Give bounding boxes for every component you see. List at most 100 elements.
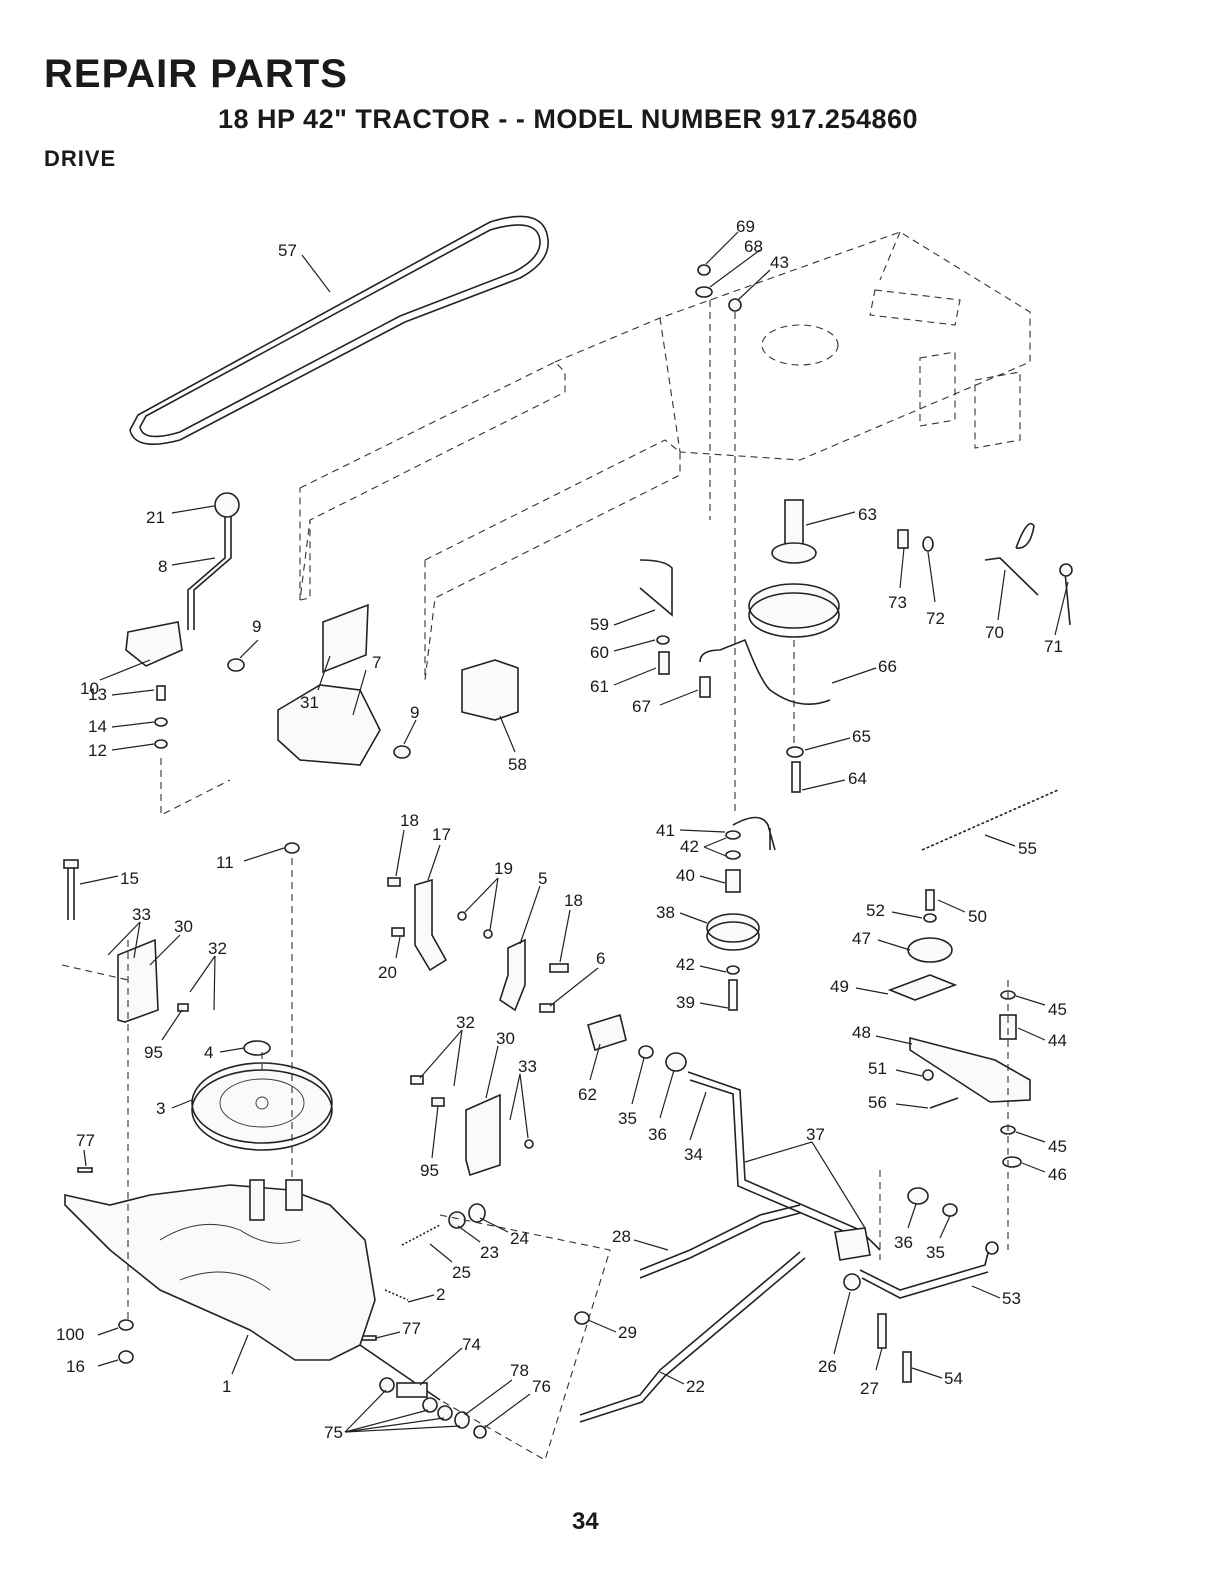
page-title: REPAIR PARTS (44, 52, 348, 96)
callout-6: 6 (596, 949, 605, 968)
bushing-62 (587, 1013, 627, 1052)
callout-73: 73 (888, 593, 907, 612)
nut-16 (118, 1350, 134, 1364)
callout-76: 76 (532, 1377, 551, 1396)
callout-12: 12 (88, 741, 107, 760)
callout-64: 64 (848, 769, 867, 788)
callout-10: 10 (80, 679, 99, 698)
callout-9b: 9 (410, 703, 419, 722)
callout-77b: 77 (402, 1319, 421, 1338)
callout-15: 15 (120, 869, 139, 888)
bushing-29 (574, 1311, 590, 1325)
washer-11 (284, 842, 300, 854)
washer-42a2 (725, 850, 741, 860)
callout-18a: 18 (400, 811, 419, 830)
callout-65: 65 (852, 727, 871, 746)
washer-12 (154, 739, 168, 749)
spacer-40 (725, 869, 741, 893)
engine-pulley (748, 583, 840, 629)
callout-5: 5 (538, 869, 547, 888)
spacer-44 (999, 1014, 1017, 1040)
callout-22: 22 (686, 1377, 705, 1396)
nut-19b (483, 929, 493, 939)
bolt-67 (699, 676, 711, 698)
guard-58 (461, 659, 519, 721)
bolt-6 (539, 1003, 555, 1013)
bolt-18a (387, 877, 401, 887)
callout-59: 59 (590, 615, 609, 634)
callout-8: 8 (158, 557, 167, 576)
callout-56: 56 (868, 1093, 887, 1112)
tractor-frame (299, 231, 1031, 681)
callout-75: 75 (324, 1423, 343, 1442)
callout-70: 70 (985, 623, 1004, 642)
bolt-54 (902, 1351, 912, 1383)
spring-25 (401, 1224, 441, 1246)
callout-71: 71 (1044, 637, 1063, 656)
callout-61: 61 (590, 677, 609, 696)
section-label: DRIVE (44, 146, 117, 171)
shift-lever (187, 517, 232, 630)
callout-77a: 77 (76, 1131, 95, 1150)
washer-36b (907, 1187, 929, 1205)
callout-21: 21 (146, 508, 165, 527)
washer-68 (695, 286, 713, 298)
idler-pulley-47 (907, 937, 953, 963)
callout-95a: 95 (144, 1043, 163, 1062)
callout-44: 44 (1048, 1031, 1067, 1050)
guard-31 (322, 603, 369, 674)
rod-28 (639, 1204, 801, 1279)
nut-43 (728, 298, 742, 312)
callout-9a: 9 (252, 617, 261, 636)
cross-shaft-34 (687, 1071, 881, 1251)
callout-16: 16 (66, 1357, 85, 1376)
drive-belt (129, 215, 549, 446)
idler-arm-48 (909, 1036, 1031, 1103)
callout-100: 100 (56, 1325, 84, 1344)
callout-69: 69 (736, 217, 755, 236)
rod-71 (1064, 571, 1071, 626)
bracket-7 (277, 684, 381, 766)
callout-32b: 32 (456, 1013, 475, 1032)
callout-62: 62 (578, 1085, 597, 1104)
callout-17: 17 (432, 825, 451, 844)
washer-65 (786, 746, 804, 758)
callout-50: 50 (968, 907, 987, 926)
callout-48: 48 (852, 1023, 871, 1042)
callout-4: 4 (204, 1043, 213, 1062)
washer-23 (448, 1211, 466, 1229)
callout-58: 58 (508, 755, 527, 774)
nut-69 (697, 264, 711, 276)
callout-24: 24 (510, 1229, 529, 1248)
bolt-20 (391, 927, 405, 937)
bracket-5 (499, 938, 526, 1012)
callout-41: 41 (656, 821, 675, 840)
spring-56 (929, 1097, 959, 1109)
transaxle-1 (64, 1184, 376, 1361)
callout-36b: 36 (894, 1233, 913, 1252)
pin-77b (361, 1335, 377, 1341)
callout-26: 26 (818, 1357, 837, 1376)
callout-14: 14 (88, 717, 107, 736)
washer-35b (942, 1203, 958, 1217)
callout-47: 47 (852, 929, 871, 948)
callout-42b: 42 (676, 955, 695, 974)
shift-knob (214, 492, 240, 518)
callout-74: 74 (462, 1335, 481, 1354)
callout-54: 54 (944, 1369, 963, 1388)
callout-42a: 42 (680, 837, 699, 856)
callout-72: 72 (926, 609, 945, 628)
washer-35a (638, 1045, 654, 1059)
idler-bracket-41 (732, 816, 776, 851)
bolt-61 (658, 651, 670, 675)
nut-51 (922, 1069, 934, 1081)
callout-19: 19 (494, 859, 513, 878)
callout-45a: 45 (1048, 1000, 1067, 1019)
washer-14 (154, 717, 168, 727)
bolt-50 (925, 889, 935, 911)
shift-lever-bracket (125, 621, 183, 667)
nut-33b (524, 1139, 534, 1149)
callout-43: 43 (770, 253, 789, 272)
callout-53: 53 (1002, 1289, 1021, 1308)
callout-leaders (79, 231, 1069, 1433)
